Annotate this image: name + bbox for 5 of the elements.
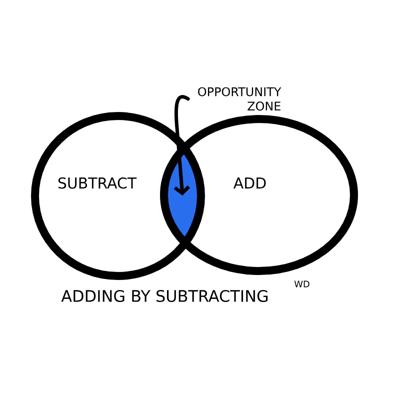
caption: ADDING BY SUBTRACTING xyxy=(61,290,268,302)
callout-text: OPPORTUNITY ZONE xyxy=(198,87,282,111)
signature: WD xyxy=(294,280,310,288)
overlap-region xyxy=(168,154,198,238)
leader-arrow xyxy=(174,95,190,196)
